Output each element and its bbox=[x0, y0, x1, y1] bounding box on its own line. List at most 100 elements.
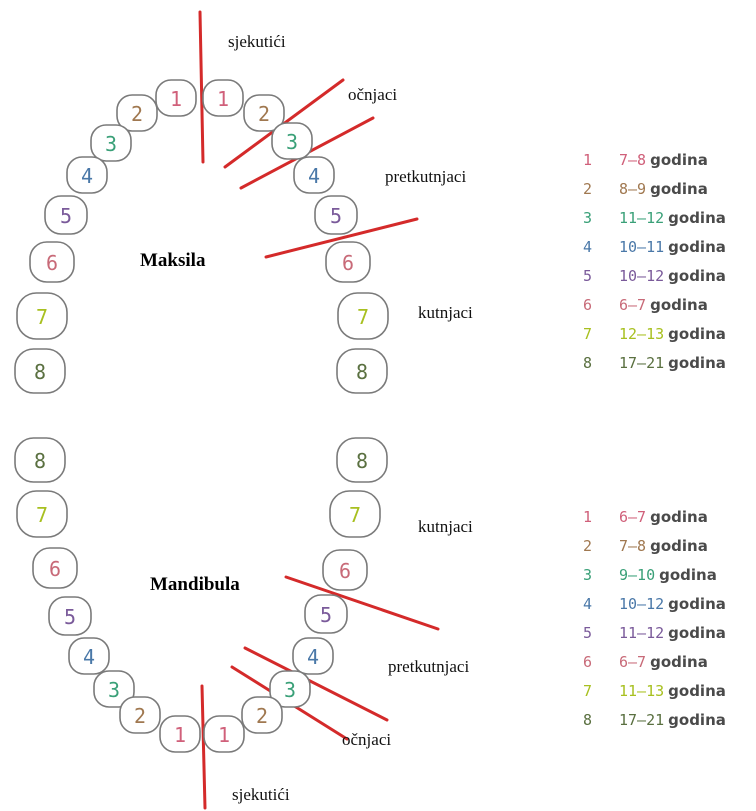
tooth-2-up-l: 2 bbox=[243, 94, 285, 132]
tooth-number: 5 bbox=[330, 204, 342, 228]
tooth-7-up-r: 7 bbox=[16, 292, 68, 340]
legend-age-range: 17–21 bbox=[619, 354, 665, 372]
legend-tooth-number: 4 bbox=[583, 238, 593, 256]
tooth-number: 3 bbox=[108, 678, 120, 702]
tooth-number: 7 bbox=[349, 503, 361, 527]
label-canines-lower: očnjaci bbox=[342, 730, 391, 749]
legend-tooth-number: 3 bbox=[583, 209, 593, 227]
tooth-7-lo-r: 7 bbox=[16, 490, 68, 538]
legend-tooth-number: 3 bbox=[583, 566, 593, 584]
tooth-outline bbox=[322, 549, 368, 591]
tooth-number: 5 bbox=[64, 605, 76, 629]
legend-age-range: 6–7 bbox=[619, 653, 647, 671]
tooth-number: 2 bbox=[258, 102, 270, 126]
tooth-number: 5 bbox=[320, 603, 332, 627]
label-premolars-lower: pretkutnjaci bbox=[388, 657, 469, 676]
tooth-8-up-l: 8 bbox=[336, 348, 388, 394]
tooth-number: 6 bbox=[46, 251, 58, 275]
tooth-outline bbox=[325, 241, 371, 283]
tooth-outline bbox=[14, 348, 66, 394]
legend-tooth-number: 8 bbox=[583, 711, 593, 729]
tooth-2-lo-l: 2 bbox=[241, 696, 283, 734]
legend-tooth-number: 1 bbox=[583, 508, 593, 526]
legend-age-range: 11–12 bbox=[619, 209, 665, 227]
legend-unit: godina bbox=[668, 238, 726, 256]
tooth-outline bbox=[203, 715, 245, 753]
tooth-number: 1 bbox=[217, 87, 229, 111]
legend-age-range: 10–11 bbox=[619, 238, 665, 256]
tooth-outline bbox=[243, 94, 285, 132]
tooth-outline bbox=[337, 292, 389, 340]
upper-jaw-title: Maksila bbox=[140, 250, 206, 271]
legend-unit: godina bbox=[650, 151, 708, 169]
legend-unit: godina bbox=[668, 325, 726, 343]
tooth-outline bbox=[336, 348, 388, 394]
tooth-outline bbox=[32, 547, 78, 589]
tooth-5-up-l: 5 bbox=[314, 195, 358, 235]
pointer-line bbox=[198, 10, 205, 164]
tooth-number: 6 bbox=[339, 559, 351, 583]
legend-tooth-number: 8 bbox=[583, 354, 593, 372]
legend-unit: godina bbox=[650, 537, 708, 555]
legend-unit: godina bbox=[650, 180, 708, 198]
label-molars-lower: kutnjaci bbox=[418, 517, 473, 536]
tooth-8-up-r: 8 bbox=[14, 348, 66, 394]
tooth-number: 8 bbox=[34, 360, 46, 384]
legend-tooth-number: 6 bbox=[583, 653, 593, 671]
tooth-3-up-l: 3 bbox=[271, 122, 313, 160]
tooth-outline bbox=[314, 195, 358, 235]
tooth-number: 2 bbox=[134, 704, 146, 728]
legend-age-range: 11–13 bbox=[619, 682, 665, 700]
legend-unit: godina bbox=[668, 682, 726, 700]
tooth-outline bbox=[159, 715, 201, 753]
tooth-5-lo-l: 5 bbox=[304, 594, 348, 634]
legend-unit: godina bbox=[659, 566, 717, 584]
tooth-outline bbox=[329, 490, 381, 538]
tooth-4-lo-l: 4 bbox=[292, 637, 334, 675]
legend-tooth-number: 6 bbox=[583, 296, 593, 314]
tooth-outline bbox=[293, 156, 335, 194]
legend-unit: godina bbox=[650, 296, 708, 314]
tooth-outline bbox=[155, 79, 197, 117]
tooth-outline bbox=[93, 670, 135, 708]
legend-unit: godina bbox=[668, 354, 726, 372]
label-incisors-lower: sjekutići bbox=[232, 785, 290, 804]
legend-age-range: 10–12 bbox=[619, 267, 665, 285]
tooth-outline bbox=[241, 696, 283, 734]
tooth-outline bbox=[336, 437, 388, 483]
legend-age-range: 17–21 bbox=[619, 711, 665, 729]
tooth-number: 4 bbox=[308, 164, 320, 188]
tooth-outline bbox=[202, 79, 244, 117]
legend-tooth-number: 7 bbox=[583, 682, 593, 700]
tooth-number: 6 bbox=[49, 557, 61, 581]
tooth-number: 3 bbox=[286, 130, 298, 154]
legend-unit: godina bbox=[668, 209, 726, 227]
legend-age-range: 7–8 bbox=[619, 151, 647, 169]
tooth-number: 1 bbox=[174, 723, 186, 747]
tooth-outline bbox=[44, 195, 88, 235]
tooth-4-up-r: 4 bbox=[66, 156, 108, 194]
tooth-number: 4 bbox=[81, 164, 93, 188]
tooth-3-lo-l: 3 bbox=[269, 670, 311, 708]
tooth-1-lo-r: 1 bbox=[159, 715, 201, 753]
legend-age-range: 8–9 bbox=[619, 180, 647, 198]
tooth-outline bbox=[119, 696, 161, 734]
legend-unit: godina bbox=[668, 711, 726, 729]
pointer-line bbox=[284, 575, 440, 631]
red-pointer-lines bbox=[198, 10, 440, 810]
legend-tooth-number: 7 bbox=[583, 325, 593, 343]
tooth-outline bbox=[66, 156, 108, 194]
tooth-5-lo-r: 5 bbox=[48, 596, 92, 636]
tooth-7-lo-l: 7 bbox=[329, 490, 381, 538]
tooth-number: 8 bbox=[356, 449, 368, 473]
